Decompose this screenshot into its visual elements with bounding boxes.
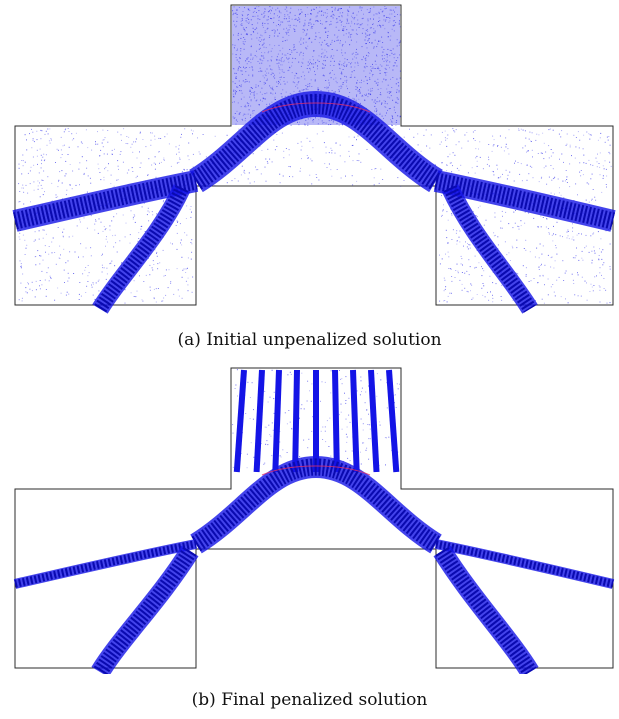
left-diagonal-leg — [91, 545, 199, 674]
topology-plot-a — [12, 4, 616, 314]
figure-a-initial-unpenalized — [0, 0, 619, 318]
column-member — [272, 369, 282, 473]
figure-b-final-penalized — [0, 364, 619, 674]
main-arch — [188, 91, 444, 193]
caption-b-text: Final penalized solution — [221, 690, 428, 710]
load-highlight — [261, 465, 371, 476]
caption-a-label: (a) — [177, 330, 201, 350]
right-diagonal-leg — [441, 184, 538, 314]
right-diagonal-leg — [433, 545, 539, 674]
main-arch — [190, 456, 442, 554]
column-member — [350, 369, 360, 473]
column-member — [292, 369, 300, 473]
column-member — [386, 369, 400, 473]
topology-plot-b — [13, 367, 615, 674]
left-diagonal-leg — [92, 184, 191, 314]
right-side-arm — [435, 539, 615, 589]
load-highlight — [261, 102, 371, 113]
right-side-arm — [433, 170, 616, 232]
caption-a-text: Initial unpenalized solution — [206, 330, 442, 350]
caption-b: (b) Final penalized solution — [0, 690, 619, 710]
left-side-arm — [12, 170, 199, 232]
top-box-texture — [232, 6, 401, 126]
caption-b-label: (b) — [191, 690, 216, 710]
column-member — [332, 369, 340, 473]
left-side-arm — [13, 539, 197, 589]
column-member — [233, 369, 247, 473]
column-members — [233, 369, 400, 473]
caption-a: (a) Initial unpenalized solution — [0, 330, 619, 350]
column-member — [253, 369, 265, 473]
column-member — [368, 369, 380, 473]
